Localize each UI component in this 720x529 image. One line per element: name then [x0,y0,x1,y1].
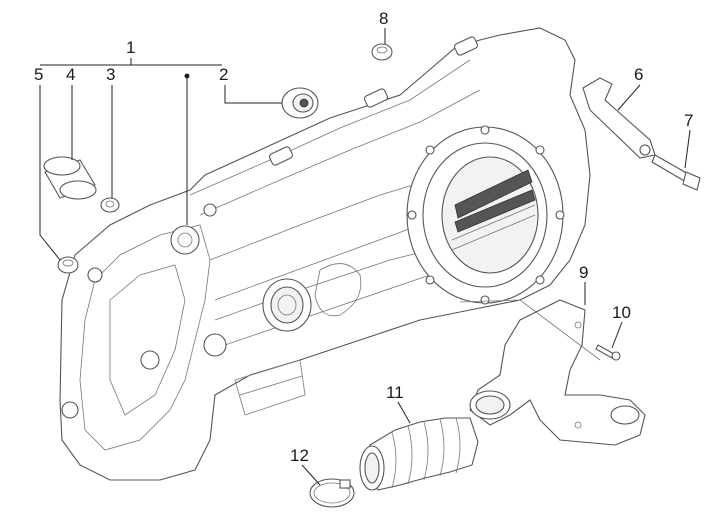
part-5-dowel [57,256,79,274]
callout-2: 2 [219,65,228,84]
part-2-bearing [281,87,319,119]
callout-8: 8 [379,9,388,28]
callout-10: 10 [612,303,631,322]
part-4-bushing [43,156,97,200]
callout-9: 9 [579,263,588,282]
callout-7: 7 [684,111,693,130]
part-10-screw [595,344,621,361]
part-6-bracket [582,77,656,159]
part-7-bolt [651,154,701,191]
part-9-air-duct [469,299,646,446]
callout-12: 12 [290,446,309,465]
part-12-hose-clamp [309,478,355,508]
callout-11: 11 [386,383,404,402]
leader-lines [39,28,691,486]
part-8-dowel [371,43,393,61]
callout-3: 3 [106,65,115,84]
callout-1: 1 [126,38,135,57]
callout-4: 4 [66,65,75,84]
callout-labels: 1 2 3 4 5 6 7 8 9 10 11 12 [34,9,693,465]
callout-6: 6 [634,65,643,84]
part-11-bellows-hose [359,417,479,491]
part-3-small-bush [100,197,120,213]
round-inspection-cover [406,125,565,305]
callout-5: 5 [34,65,43,84]
